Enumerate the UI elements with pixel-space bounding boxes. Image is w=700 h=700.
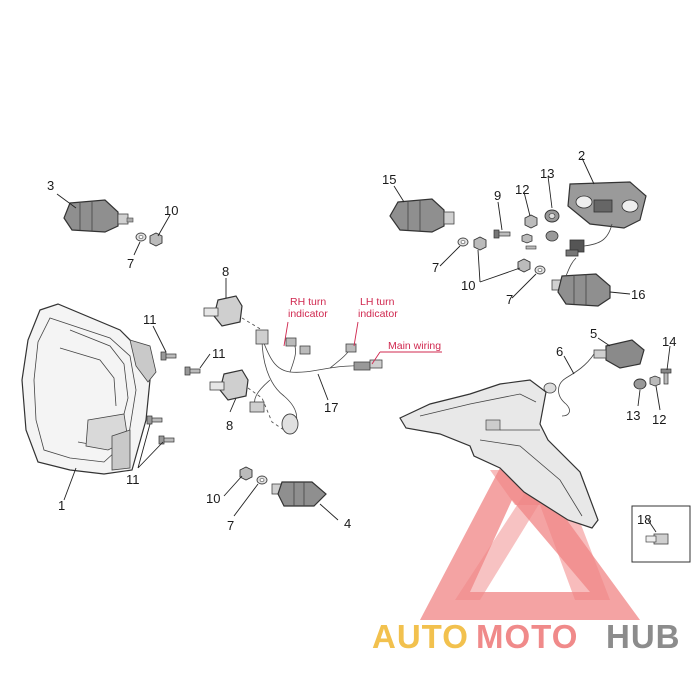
- lh-indicator-label-line2: indicator: [358, 308, 398, 320]
- bulb-holder-8a: [203, 295, 243, 327]
- nut-10c-lower: [517, 258, 531, 273]
- screw-11a: [160, 351, 177, 361]
- callout-13b: 13: [626, 408, 640, 423]
- indicator-part-15: [389, 198, 455, 233]
- grommet-13a: [544, 209, 560, 223]
- nut-12a: [524, 214, 538, 229]
- indicator-part-3: [63, 199, 134, 233]
- front-wiring-17: [241, 317, 383, 435]
- washer-7d: [534, 265, 546, 275]
- headlight-part: [21, 303, 157, 475]
- watermark-hub: HUB: [606, 618, 681, 655]
- callout-16: 16: [631, 287, 645, 302]
- callout-11b: 11: [212, 346, 226, 361]
- nut-10c-upper: [473, 236, 487, 251]
- taillight-part-2: [565, 181, 647, 257]
- plate-bracket: [399, 379, 599, 529]
- plate-light-part-5: [593, 339, 645, 369]
- nut-10b: [239, 466, 253, 481]
- washer-7c: [457, 237, 469, 247]
- callout-3: 3: [47, 178, 54, 193]
- grommet-center: [545, 230, 559, 242]
- callout-11a: 11: [143, 312, 157, 327]
- screw-9: [493, 229, 511, 239]
- watermark-auto: AUTO: [372, 618, 469, 655]
- callout-18: 18: [637, 512, 651, 527]
- callout-12b: 12: [652, 412, 666, 427]
- callout-14: 14: [662, 334, 676, 349]
- callout-7d: 7: [506, 292, 513, 307]
- screw-11b: [184, 366, 201, 376]
- callout-12a: 12: [515, 182, 529, 197]
- callout-7b: 7: [227, 518, 234, 533]
- callout-7a: 7: [127, 256, 134, 271]
- main-wiring-label: Main wiring: [388, 340, 441, 352]
- callout-11c: 11: [126, 472, 140, 487]
- grommet-13b: [633, 378, 647, 390]
- nut-10a: [149, 232, 163, 247]
- watermark-text: AUTO MOTO HUB: [372, 618, 681, 655]
- callout-10a: 10: [164, 203, 178, 218]
- callout-17: 17: [324, 400, 338, 415]
- callout-15: 15: [382, 172, 396, 187]
- nut-12b: [649, 375, 661, 387]
- watermark-moto: MOTO: [476, 618, 578, 655]
- screw-11c: [146, 415, 163, 425]
- bulb-holder-8b: [209, 369, 249, 401]
- lh-indicator-label-line1: LH turn: [360, 296, 395, 308]
- callout-4: 4: [344, 516, 351, 531]
- small-screw-center: [525, 245, 537, 250]
- washer-7b: [256, 475, 268, 485]
- callout-10c: 10: [461, 278, 475, 293]
- watermark-logo: [420, 445, 640, 620]
- cable-part-6: [543, 353, 595, 417]
- rh-indicator-label-line2: indicator: [288, 308, 328, 320]
- leader-lines: [56, 157, 671, 533]
- callout-7c: 7: [432, 260, 439, 275]
- indicator-part-4: [271, 481, 327, 507]
- wiring-annotations: RH turn indicator LH turn indicator Main…: [288, 296, 441, 352]
- washer-7a: [135, 232, 147, 242]
- callout-6: 6: [556, 344, 563, 359]
- small-nut-center: [521, 233, 533, 244]
- callout-8a: 8: [222, 264, 229, 279]
- callout-9: 9: [494, 188, 501, 203]
- callout-5: 5: [590, 326, 597, 341]
- rh-indicator-label-line1: RH turn: [290, 296, 326, 308]
- screw-14: [660, 368, 672, 385]
- bulb-inset-18: [631, 505, 691, 563]
- indicator-part-16: [551, 257, 611, 307]
- callout-10b: 10: [206, 491, 220, 506]
- screw-11d: [158, 435, 175, 445]
- callout-8b: 8: [226, 418, 233, 433]
- callout-2: 2: [578, 148, 585, 163]
- callout-13a: 13: [540, 166, 554, 181]
- callout-labels: 3 10 7 8 11 11 8 11 1 10 7 4 15 7 10 7 9…: [47, 148, 676, 533]
- callout-1: 1: [58, 498, 65, 513]
